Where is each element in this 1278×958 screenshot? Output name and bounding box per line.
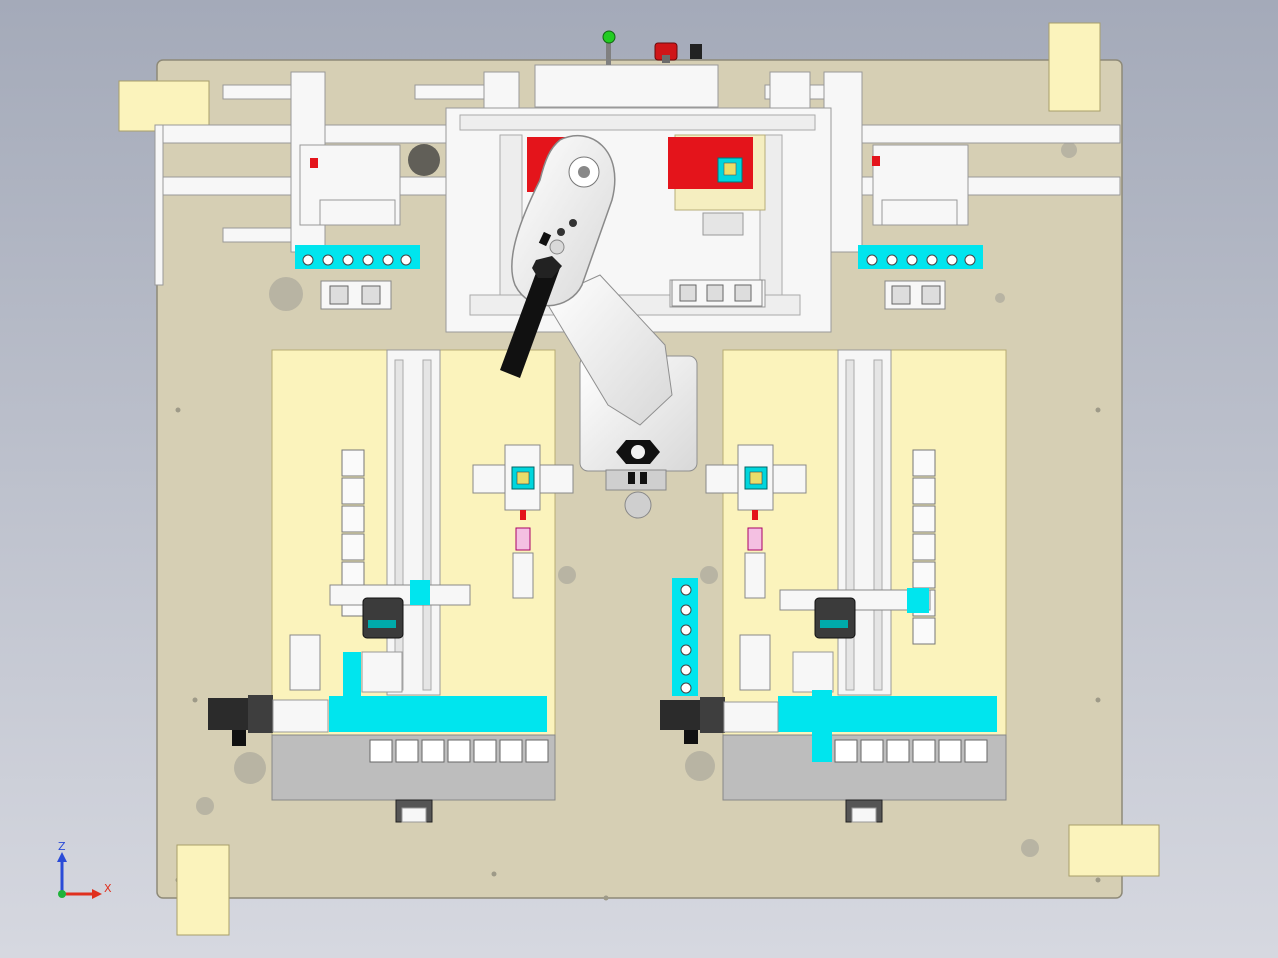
cyan-post-left	[343, 652, 361, 697]
triad-z-label: Z	[58, 840, 66, 853]
cyan-strip-top-left	[295, 245, 420, 269]
gripper-station-left	[289, 580, 471, 693]
coordinate-triad-icon: Z X	[57, 840, 112, 899]
servo-motor-icon	[208, 695, 329, 746]
triad-x-arrow	[92, 889, 102, 899]
corner-pad-bottom-left	[176, 844, 230, 936]
handle-left	[395, 799, 433, 823]
socket-block-left	[320, 280, 392, 310]
tray-slots-right	[834, 739, 988, 763]
servo-motor-right-icon	[660, 697, 779, 744]
stack-light-icon	[602, 30, 616, 65]
gripper-station-right	[739, 588, 931, 693]
socket-block-right	[884, 280, 946, 310]
emergency-stop-icon	[654, 42, 678, 63]
test-socket-right	[705, 444, 807, 599]
socket-block-center	[671, 279, 763, 307]
cyan-post-right	[812, 690, 832, 762]
handle-right	[845, 799, 883, 823]
robot-arm-icon[interactable]	[500, 135, 673, 426]
mounting-holes	[196, 142, 1077, 857]
central-feeder-module	[445, 64, 832, 333]
cable-chain-right	[912, 449, 936, 645]
triad-z-arrow	[57, 852, 67, 862]
linear-module-right	[837, 349, 892, 696]
corner-pad-top-right	[1048, 22, 1101, 112]
cyan-conveyor-right	[778, 696, 997, 732]
triad-x-label: X	[104, 882, 112, 895]
red-tray-right	[668, 134, 766, 211]
linear-module-left	[386, 349, 441, 696]
top-rail-assembly	[154, 71, 1121, 286]
tray-slots-left	[369, 739, 549, 763]
round-hole-left	[408, 144, 440, 176]
corner-pad-bottom-right	[1068, 824, 1160, 877]
triad-origin	[58, 890, 66, 898]
cyan-strip-top-right	[858, 245, 983, 269]
cyan-conveyor-left	[329, 696, 547, 732]
cyan-strip-vertical-center	[672, 578, 698, 696]
reset-button-icon	[690, 44, 702, 59]
test-socket-left	[472, 444, 574, 599]
corner-pad-top-left	[118, 80, 210, 132]
